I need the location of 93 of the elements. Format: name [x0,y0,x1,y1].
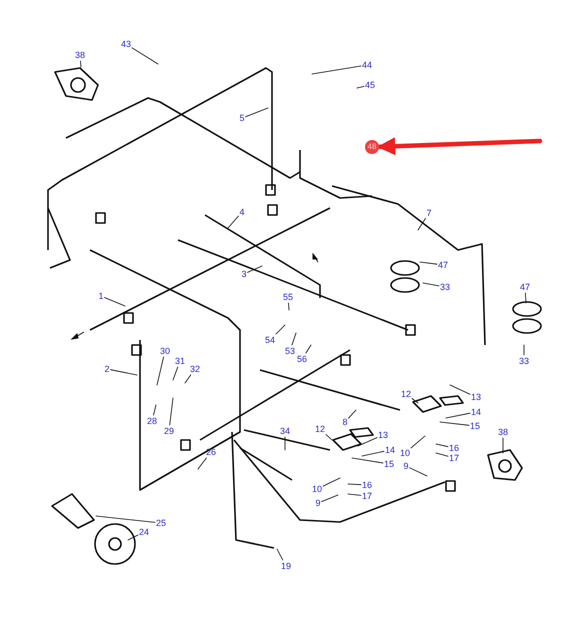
callout-number: 14 [471,407,481,417]
callout-number: 8 [342,417,348,427]
arrow [376,137,542,156]
callout-number: 12 [401,389,411,399]
leader-line [153,404,156,416]
callout-number: 19 [281,561,291,571]
callout-number: 12 [315,424,325,434]
leader-line [326,434,332,440]
callout-number: 10 [400,448,410,458]
callout-number: 4 [240,207,244,217]
leader-line [169,398,174,426]
callout-number: 56 [297,354,307,364]
callout-number: 33 [519,356,529,366]
callout-number: 15 [384,459,394,469]
leader-line [228,216,239,228]
leader-line [352,458,384,464]
leader-line [525,292,526,304]
leader-line [132,47,158,64]
callout-number: 38 [498,427,508,437]
callout-number: 17 [449,453,459,463]
leader-line [184,374,192,384]
callout-number: 9 [404,461,408,471]
callout-number: 17 [362,491,372,501]
callout-number: 53 [285,346,295,356]
leader-line [80,60,82,68]
callout-number: 31 [175,356,185,366]
leader-line [436,444,448,448]
callout-number: 32 [190,364,200,374]
leader-line [288,302,290,310]
callout-number: 24 [139,527,149,537]
callout-number: 38 [75,50,85,60]
leader-line [128,534,138,540]
leader-line [321,494,338,502]
callout-number: 14 [385,445,395,455]
callout-number: 44 [362,60,372,70]
callout-number: 34 [280,426,290,436]
leader-line [110,369,138,376]
leader-line [284,436,286,450]
leader-line [247,266,262,273]
leader-line [348,410,356,419]
callout-number: 15 [470,421,480,431]
callout-number: 10 [312,484,322,494]
leader-line [358,437,378,446]
leader-line [276,324,286,334]
leader-line [422,282,440,286]
callout-number: 13 [378,430,388,440]
callout-number: 26 [206,447,216,457]
callout-number: 5 [240,113,244,123]
leader-line [276,548,284,560]
callout-number: 9 [316,498,320,508]
callout-number: 13 [471,392,481,402]
leader-line [156,356,164,386]
callout-number: 54 [265,335,275,345]
leader-line [450,384,470,395]
leader-line [356,86,364,88]
leader-line [348,484,362,486]
leader-line [245,108,268,118]
callout-number: 45 [365,80,375,90]
callout-number: 3 [242,269,246,279]
callout-number: 7 [426,208,432,218]
leader-line [312,66,362,74]
callout-number: 28 [147,416,157,426]
leader-line [440,422,470,426]
callout-number: 16 [449,443,459,453]
leader-line [348,494,362,496]
leader-line [502,438,504,454]
leader-line [306,344,312,354]
callout-number: 25 [156,518,166,528]
callout-number: 29 [164,426,174,436]
callout-number: 2 [104,364,110,374]
callout-number: 30 [160,346,170,356]
leader-line [410,436,426,448]
leader-line [436,452,448,457]
leader-line [198,458,207,470]
callout-number: 43 [121,39,131,49]
callout-number: 47 [520,282,530,292]
callout-number: 47 [438,260,448,270]
leader-line [409,467,428,476]
leader-line [292,332,296,346]
callout-number: 55 [283,292,293,302]
callout-marker: 48 [365,140,379,154]
leader-line [172,366,178,380]
leader-line [412,398,418,404]
callout-number: 16 [362,480,372,490]
leader-line [104,297,126,306]
leader-line [420,262,438,265]
leader-line [418,218,426,230]
callout-number: 1 [98,291,104,301]
leader-line [322,478,340,486]
leader-line [96,516,156,523]
callout-number: 33 [440,282,450,292]
leader-line [362,450,384,456]
leader-line [446,412,470,418]
